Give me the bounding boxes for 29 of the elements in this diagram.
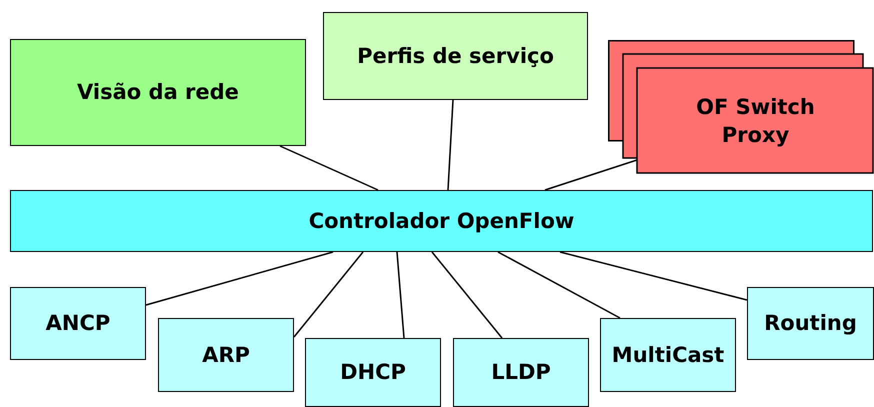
box-label: Perfis de serviço (357, 42, 554, 70)
connector-line (293, 252, 364, 338)
process-box (453, 338, 589, 407)
process-box (600, 318, 736, 392)
connector-line (498, 251, 620, 319)
process-box (10, 190, 873, 252)
connector-line (431, 252, 503, 338)
box-label: Routing (764, 310, 857, 338)
process-box (10, 39, 306, 146)
connector-line (544, 159, 638, 191)
process-box (323, 12, 588, 100)
process-box (305, 338, 441, 407)
box-label: Controlador OpenFlow (308, 208, 574, 235)
box-label: OF Switch Proxy (695, 94, 816, 149)
connector-line (447, 100, 454, 190)
connector-line (560, 251, 748, 301)
box-label: LLDP (491, 359, 551, 386)
box-label: ANCP (46, 310, 110, 338)
connector-line (396, 252, 405, 338)
connector-line (280, 145, 378, 191)
box-label: Visão da rede (77, 79, 239, 106)
process-box (747, 287, 874, 360)
box-label: ARP (202, 342, 250, 369)
box-label: MultiCast (612, 342, 724, 369)
process-box (158, 318, 294, 392)
process-box (10, 287, 146, 360)
box-label: DHCP (340, 359, 406, 386)
connector-line (146, 251, 334, 306)
stacked-boxes (608, 40, 874, 174)
